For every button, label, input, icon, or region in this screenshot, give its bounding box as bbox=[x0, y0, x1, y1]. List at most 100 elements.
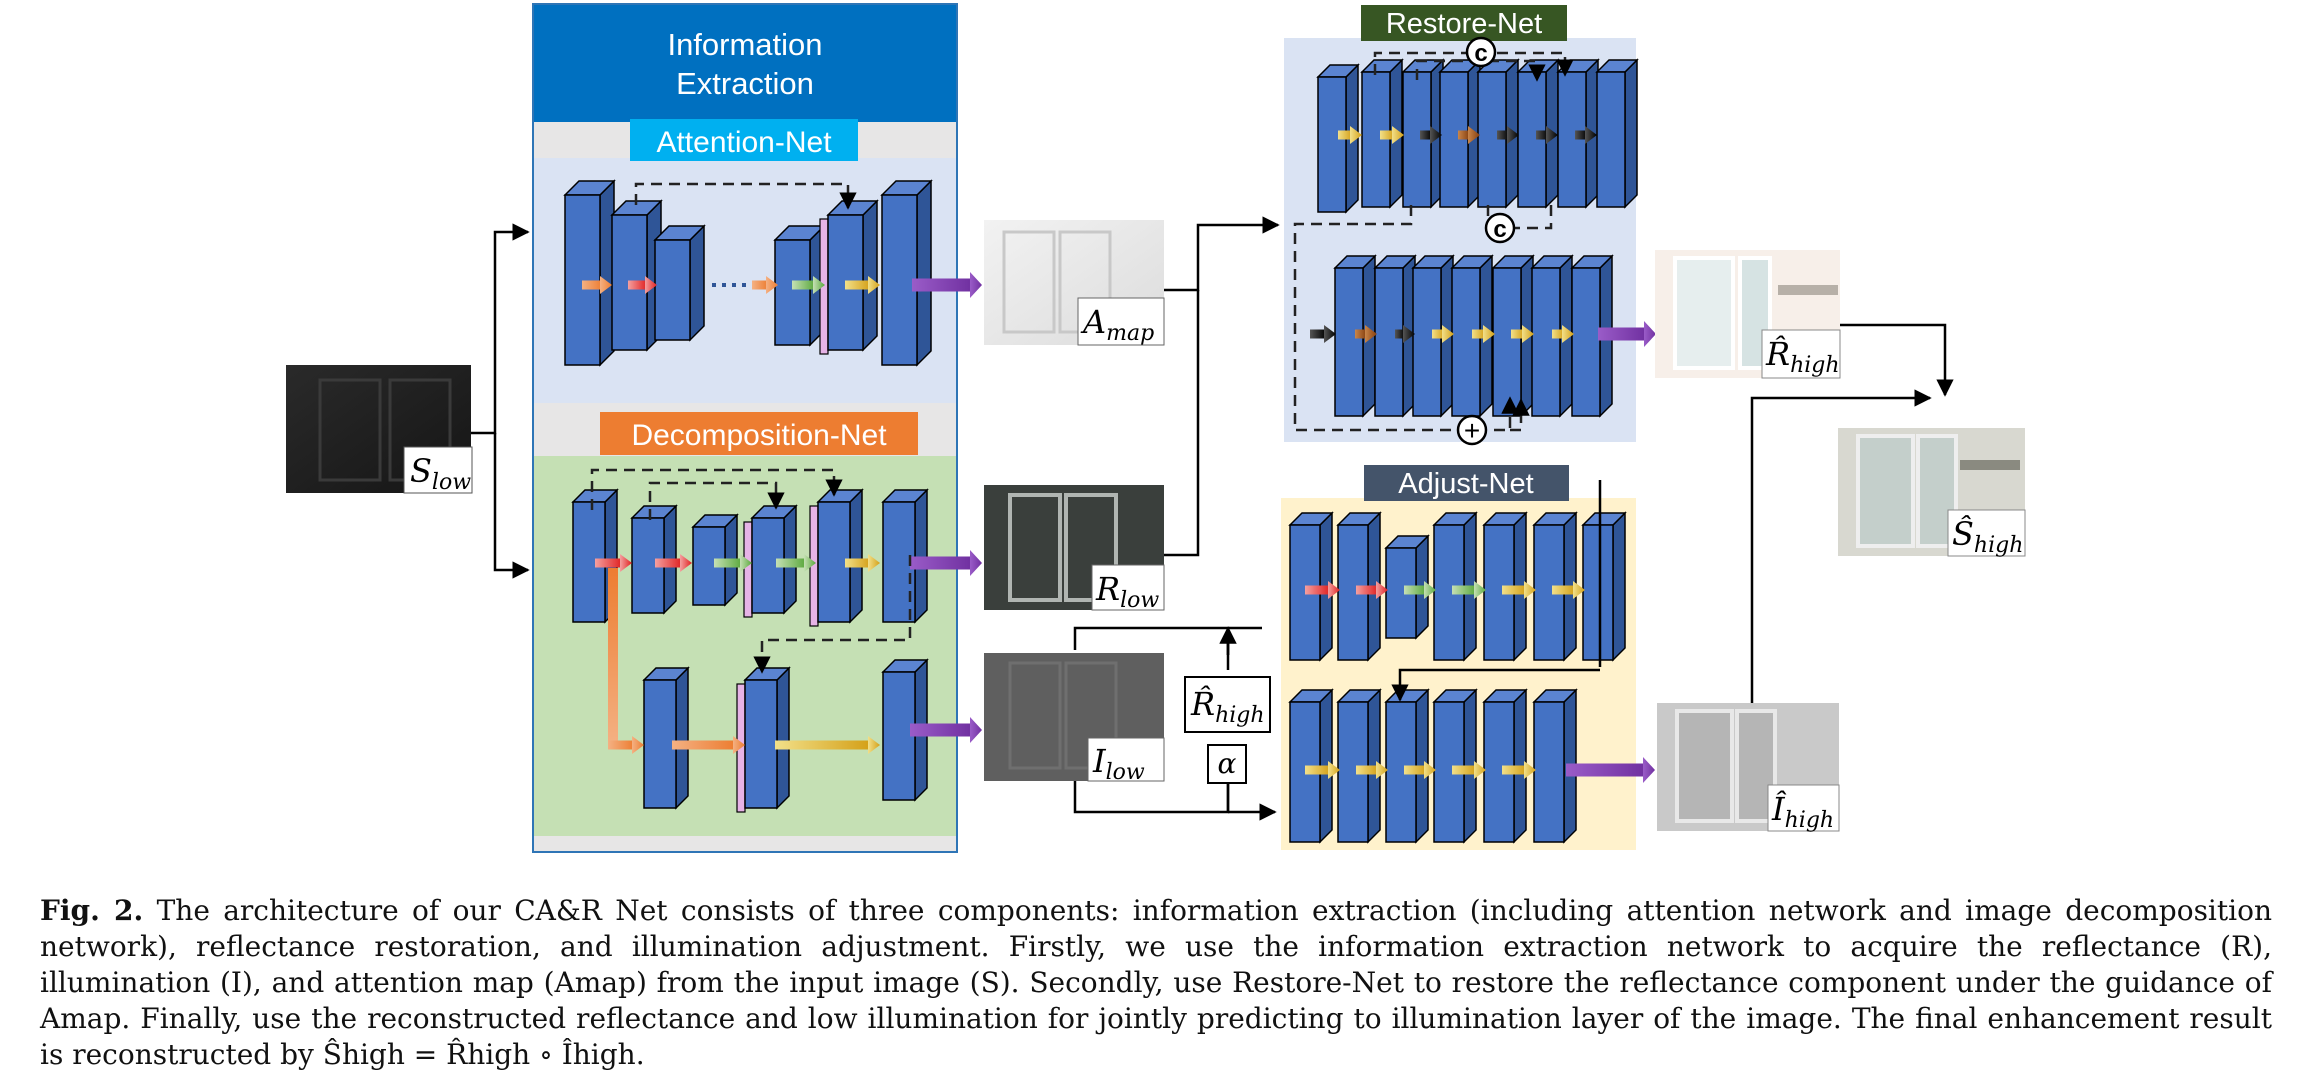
r-low-label: Rlow bbox=[1095, 570, 1159, 613]
concat-node-middle: c bbox=[1484, 212, 1516, 244]
attention-arrow bbox=[628, 276, 657, 294]
restore-arrow bbox=[1310, 325, 1336, 343]
adjust-layer bbox=[1432, 688, 1478, 844]
s-low-label: Slow bbox=[410, 452, 471, 495]
decomposition-arrow bbox=[595, 554, 632, 572]
attention-arrow bbox=[845, 276, 880, 294]
restore-arrow bbox=[1511, 325, 1534, 343]
restore-arrow bbox=[1458, 126, 1480, 144]
adjust-arrow bbox=[1502, 761, 1536, 779]
svg-text:R̂high: R̂high bbox=[1190, 685, 1265, 728]
restore-output-arrow bbox=[1598, 321, 1656, 347]
decomposition-arrow bbox=[655, 554, 692, 572]
attention-layer bbox=[610, 199, 663, 352]
restore-arrow bbox=[1338, 126, 1362, 144]
decomposition-arrow bbox=[608, 736, 644, 754]
restore-arrow bbox=[1355, 325, 1377, 343]
adjust-arrow bbox=[1404, 581, 1436, 599]
decomposition-arrow bbox=[845, 554, 880, 572]
r-high-label: R̂high bbox=[1765, 335, 1840, 378]
concat-node-top: c bbox=[1465, 36, 1497, 68]
decomposition-output-arrow bbox=[910, 717, 982, 743]
adjust-arrow bbox=[1356, 581, 1388, 599]
s-high-image: Ŝhigh bbox=[1838, 428, 2026, 558]
restore-net-label: Restore-Net bbox=[1386, 8, 1542, 40]
adjust-arrow bbox=[1356, 761, 1388, 779]
restore-arrow bbox=[1420, 126, 1442, 144]
decomposition-arrow bbox=[775, 736, 880, 754]
svg-text:+: + bbox=[1464, 415, 1480, 446]
restore-arrow bbox=[1380, 126, 1404, 144]
architecture-diagram: Information Extraction Attention-Net Dec… bbox=[286, 3, 2026, 853]
information-extraction-title-line2: Extraction bbox=[676, 66, 814, 101]
restore-arrow bbox=[1552, 325, 1574, 343]
restore-arrow bbox=[1472, 325, 1495, 343]
adjust-arrow bbox=[1404, 761, 1436, 779]
feature-arrows bbox=[582, 126, 1656, 783]
adjust-arrow bbox=[1452, 761, 1486, 779]
a-map-label: Amap bbox=[1080, 303, 1154, 346]
svg-text:α: α bbox=[1218, 747, 1237, 780]
i-high-label: Îhigh bbox=[1771, 790, 1834, 833]
decomposition-arrow bbox=[714, 554, 752, 572]
attention-layer bbox=[563, 179, 616, 367]
information-extraction-header bbox=[534, 5, 956, 122]
restore-net-label-bg bbox=[1361, 5, 1567, 41]
connectors bbox=[470, 216, 1954, 821]
attention-arrow bbox=[792, 276, 825, 294]
r-high-input-label: R̂high bbox=[1184, 676, 1271, 733]
decomposition-layer bbox=[743, 504, 798, 618]
attention-arrow bbox=[582, 276, 612, 294]
adjust-output-arrow bbox=[1566, 757, 1655, 783]
adjust-net-label: Adjust-Net bbox=[1398, 468, 1533, 500]
adjust-arrow bbox=[1305, 761, 1340, 779]
svg-text:c: c bbox=[1474, 40, 1487, 67]
restore-arrow bbox=[1575, 126, 1597, 144]
decomposition-layer bbox=[571, 488, 619, 624]
decomposition-arrow bbox=[672, 736, 745, 754]
i-low-label: Ilow bbox=[1092, 742, 1145, 785]
caption-text: The architecture of our CA&R Net consist… bbox=[40, 894, 2272, 1071]
adjust-layer bbox=[1384, 688, 1430, 844]
attention-arrow bbox=[752, 276, 778, 294]
decomposition-layer bbox=[642, 666, 690, 810]
attention-layer bbox=[880, 179, 933, 367]
svg-text:c: c bbox=[1493, 216, 1506, 243]
restore-arrow bbox=[1395, 325, 1415, 343]
adjust-arrow bbox=[1502, 581, 1536, 599]
figure-caption: Fig. 2. The architecture of our CA&R Net… bbox=[40, 893, 2272, 1073]
decomposition-layer bbox=[881, 658, 929, 802]
adjust-arrow bbox=[1552, 581, 1585, 599]
restore-layer bbox=[1450, 254, 1494, 418]
decomposition-layer bbox=[691, 513, 739, 607]
adjust-layer bbox=[1432, 511, 1478, 662]
decomposition-arrow bbox=[776, 554, 816, 572]
r-low-image: Rlow bbox=[984, 485, 1165, 613]
decomposition-output-arrow bbox=[910, 550, 982, 576]
attention-net-label-bg bbox=[630, 119, 858, 161]
restore-layer bbox=[1333, 254, 1377, 418]
decomposition-layer bbox=[736, 666, 791, 813]
figure-label: Fig. 2. bbox=[40, 894, 144, 927]
adjust-layer bbox=[1581, 511, 1627, 662]
s-low-image: Slow bbox=[286, 365, 473, 495]
adjust-layer bbox=[1482, 688, 1528, 844]
adjust-layer bbox=[1532, 688, 1578, 844]
adjust-net-label-bg bbox=[1364, 465, 1569, 501]
add-node: + bbox=[1456, 414, 1488, 446]
restore-arrow bbox=[1536, 126, 1558, 144]
adjust-arrow bbox=[1305, 581, 1340, 599]
r-high-image: R̂high bbox=[1655, 250, 1841, 379]
decomposition-net-label: Decomposition-Net bbox=[631, 419, 887, 452]
alpha-label: α bbox=[1207, 744, 1247, 784]
restore-layer bbox=[1595, 58, 1639, 209]
restore-layer bbox=[1530, 254, 1574, 418]
decomposition-net-label-bg bbox=[600, 412, 918, 455]
i-low-image: Ilow bbox=[984, 653, 1165, 785]
attention-output-arrow bbox=[912, 272, 982, 298]
a-map-image: Amap bbox=[984, 220, 1165, 346]
restore-arrow bbox=[1432, 325, 1454, 343]
adjust-arrow bbox=[1452, 581, 1486, 599]
decomposition-layer bbox=[881, 488, 929, 624]
restore-layer bbox=[1491, 254, 1535, 418]
